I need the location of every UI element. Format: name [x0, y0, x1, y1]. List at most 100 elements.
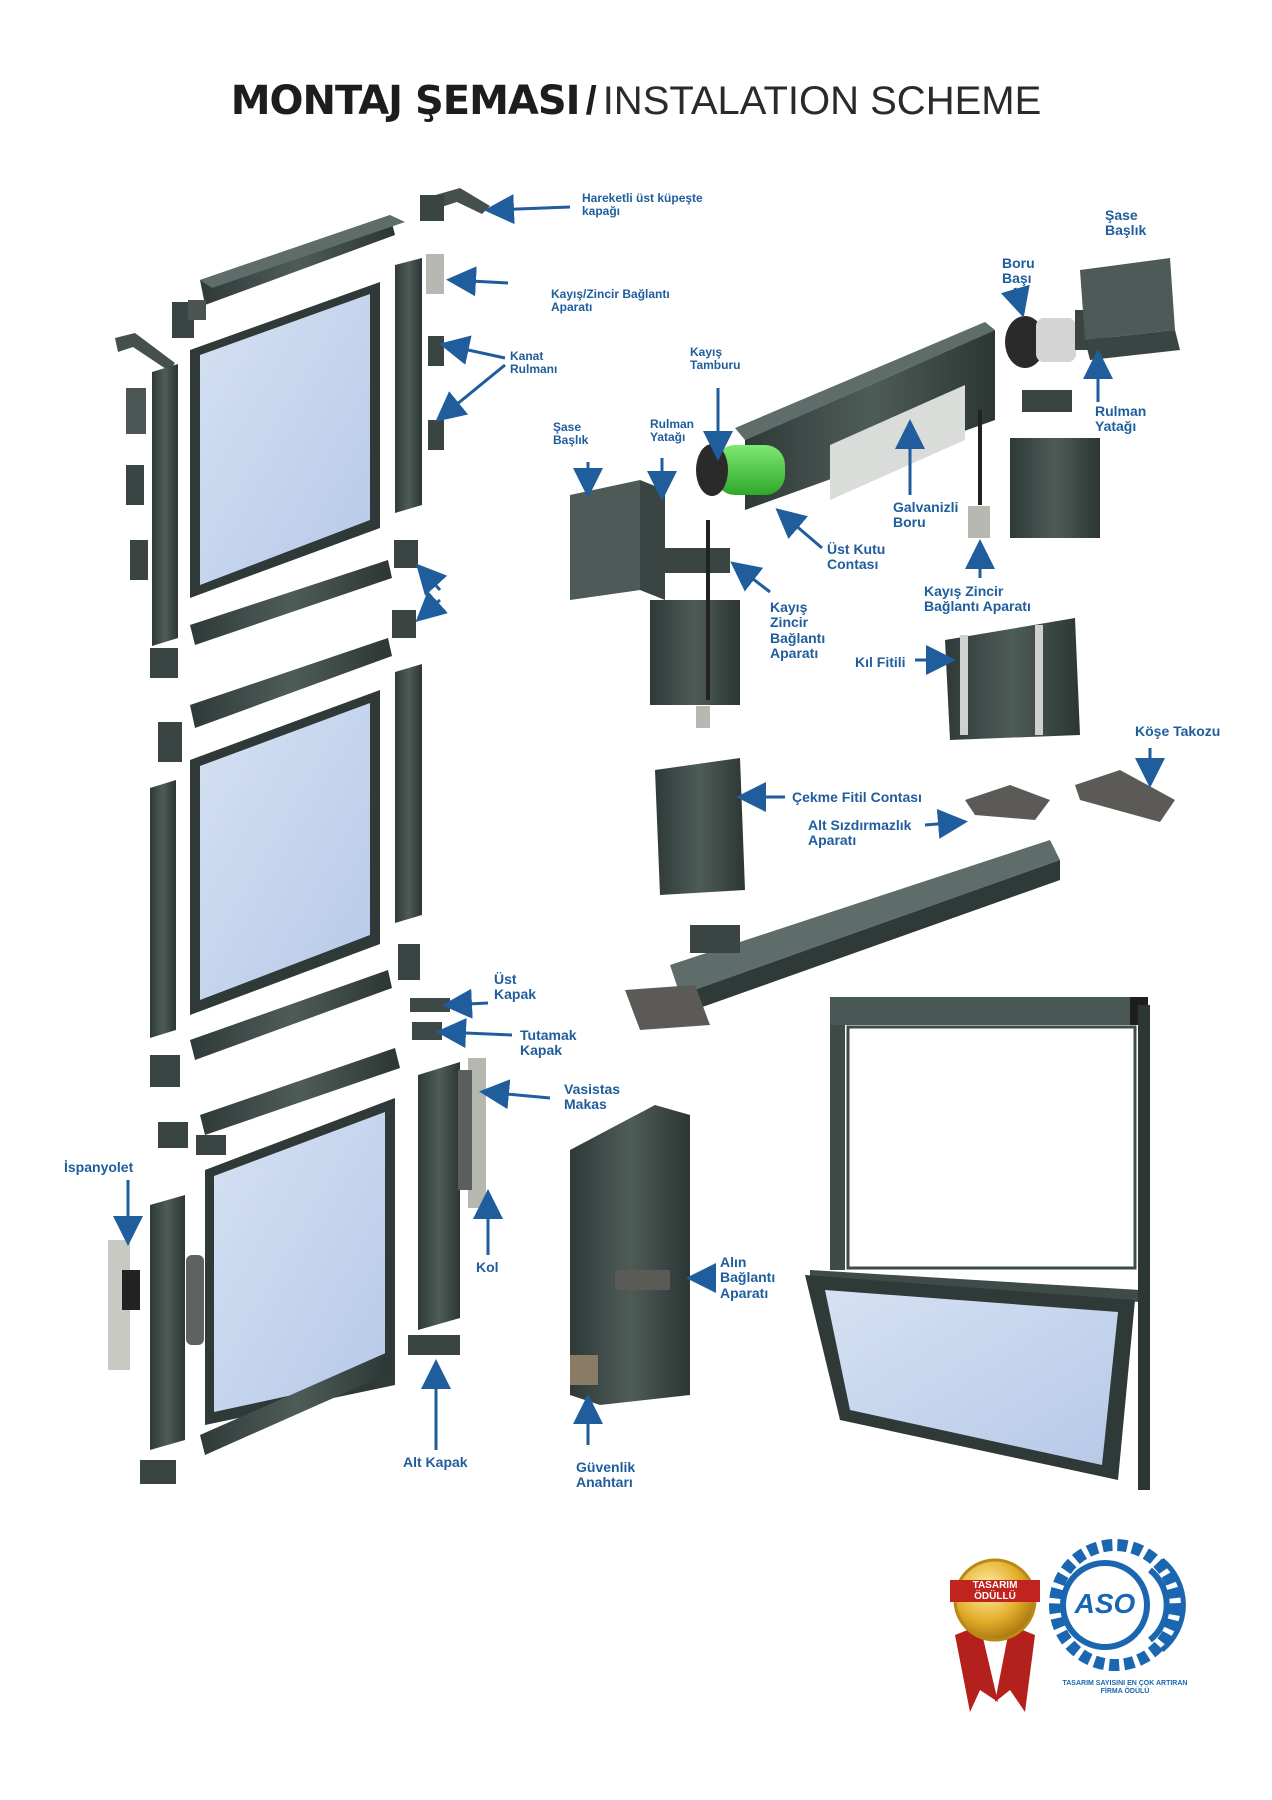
arrow-boru	[1000, 284, 1030, 318]
design-award-badge	[950, 1558, 1040, 1712]
arrow-tutamak	[436, 1018, 513, 1049]
label-alt-sizdirmazlik-aparati: Alt Sızdırmazlık Aparatı	[808, 817, 912, 849]
bottom-rail-long-front	[680, 860, 1060, 1015]
right-vertical-profile	[395, 664, 422, 923]
label-alin-baglanti-aparati: Alın Bağlantı Aparatı	[720, 1254, 776, 1301]
bottom-box-left	[650, 600, 740, 705]
arrow-kanat-2	[435, 363, 506, 422]
label-kose-takozu: Köşe Takozu	[1135, 723, 1221, 739]
brush-strip	[960, 635, 968, 735]
top-box-front	[745, 330, 995, 510]
label-sase-baslik-right: Şase Başlık	[1105, 207, 1147, 239]
label-sase-baslik-left: Şase Başlık	[553, 420, 589, 448]
connector-block	[140, 1460, 176, 1484]
handle-body	[186, 1255, 204, 1345]
ball-bearing-block	[126, 388, 146, 434]
cap-block	[420, 195, 444, 221]
mid-bottom-rail	[190, 970, 392, 1060]
page-title: MONTAJ ŞEMASI/INSTALATION SCHEME	[0, 78, 1272, 124]
bottom-box-right	[1010, 438, 1100, 538]
corner-block	[188, 300, 206, 320]
arrow-alt-sizdir	[924, 808, 968, 839]
label-kil-fitili: Kıl Fitili	[855, 654, 906, 670]
sash-bearing	[428, 336, 444, 366]
drum-end	[696, 444, 728, 496]
connector-block	[196, 1135, 226, 1155]
bottom-top-rail	[200, 1048, 400, 1135]
moving-cap-piece	[425, 188, 490, 214]
chassis-head-right	[1080, 258, 1175, 340]
pipe-end	[1036, 318, 1076, 362]
handle	[458, 1070, 472, 1190]
bottom-rail-long	[670, 840, 1060, 995]
corner-block-group	[625, 758, 1175, 1030]
label-ust-kutu-contasi: Üst Kutu Contası	[827, 541, 886, 573]
bottom-cap-piece	[408, 1335, 460, 1355]
brush-profile-body	[945, 618, 1080, 740]
label-kayis-tamburu: Kayış Tamburu	[690, 345, 741, 373]
ball-bearing-block	[130, 540, 148, 580]
left-vertical-profile	[150, 780, 176, 1038]
arrow-kayis-mid	[730, 561, 771, 594]
label-ust-kapak: Üst Kapak	[494, 971, 537, 1003]
corner-block-piece	[1075, 770, 1175, 822]
arrow-kayis-top	[446, 266, 509, 297]
ball-bearing-block	[126, 465, 144, 505]
connector-block	[394, 540, 418, 568]
chain-connector-left	[660, 548, 730, 573]
label-alt-kapak: Alt Kapak	[403, 1454, 468, 1470]
label-rulman-yatagi-left: Rulman Yatağı	[650, 417, 695, 445]
right-vertical-profile	[395, 258, 422, 513]
title-separator: /	[585, 79, 597, 123]
label-kayis-zincir-baglanti-top: Kayış/Zincir Bağlantı Aparatı	[551, 287, 670, 315]
arrow-vasistas	[479, 1079, 551, 1110]
label-cekme-fitil-contasi: Çekme Fitil Contası	[792, 789, 922, 805]
bottom-rail-profile	[190, 560, 392, 645]
sash-top-assembly	[115, 188, 490, 678]
award-banner	[950, 1580, 1040, 1602]
espagnolette-lock	[122, 1270, 140, 1310]
ribbon-right	[995, 1625, 1035, 1712]
connector-block	[392, 610, 416, 638]
award-text: TASARIM ÖDÜLLÜ	[972, 1580, 1018, 1602]
title-bold: MONTAJ ŞEMASI	[230, 78, 581, 124]
label-guvenlik-anahtari: Güvenlik Anahtarı	[576, 1459, 636, 1491]
bottom-seal-piece	[965, 785, 1050, 820]
left-cap-piece	[115, 333, 175, 371]
window-top-bar	[830, 997, 1148, 1025]
connector-block	[690, 925, 740, 953]
window-upper-glass	[846, 1025, 1137, 1270]
label-tutamak-kapak: Tutamak Kapak	[520, 1027, 577, 1059]
chain-connector	[426, 254, 444, 294]
left-vertical-profile	[150, 1195, 185, 1450]
chassis-head-left	[570, 480, 640, 600]
aso-ring-text: TASARIM SAYISINI EN ÇOK ARTIRAN FİRMA ÖD…	[1062, 1680, 1188, 1695]
window-right-post	[1138, 1005, 1150, 1490]
arrow-ust-kapak	[442, 988, 489, 1019]
chassis-head-left-side	[640, 480, 665, 600]
chain-anchor-right	[968, 506, 990, 538]
sash-glass	[200, 294, 370, 585]
end-cap	[625, 985, 710, 1030]
aso-logo-text: ASO	[1074, 1588, 1136, 1619]
sash-bottom-assembly	[108, 998, 486, 1484]
connector-block	[150, 1055, 180, 1087]
arrow-ust-kutu	[775, 508, 823, 550]
label-ispanyolet: İspanyolet	[64, 1159, 134, 1175]
label-kayis-zincir-baglanti-right: Kayış Zincir Bağlantı Aparatı	[924, 583, 1031, 615]
arrow-corner-2	[415, 590, 448, 623]
top-rail-top-face	[200, 215, 405, 288]
window-sill	[810, 1270, 1140, 1302]
aso-arc	[1160, 1558, 1186, 1652]
sash-glass	[214, 1112, 385, 1412]
label-boru-basi: Boru Başı	[1002, 255, 1035, 287]
tilt-profile-body	[570, 1105, 690, 1405]
arrow-corner-1	[415, 563, 448, 596]
window-illustration	[805, 997, 1150, 1490]
label-rulman-yatagi-right: Rulman Yatağı	[1095, 403, 1147, 435]
label-vasistas-makas: Vasistas Makas	[564, 1081, 621, 1113]
connector-block	[158, 1122, 188, 1148]
brush-seal-profile	[945, 618, 1080, 740]
top-box-body	[735, 322, 995, 440]
title-light: INSTALATION SCHEME	[602, 79, 1042, 123]
